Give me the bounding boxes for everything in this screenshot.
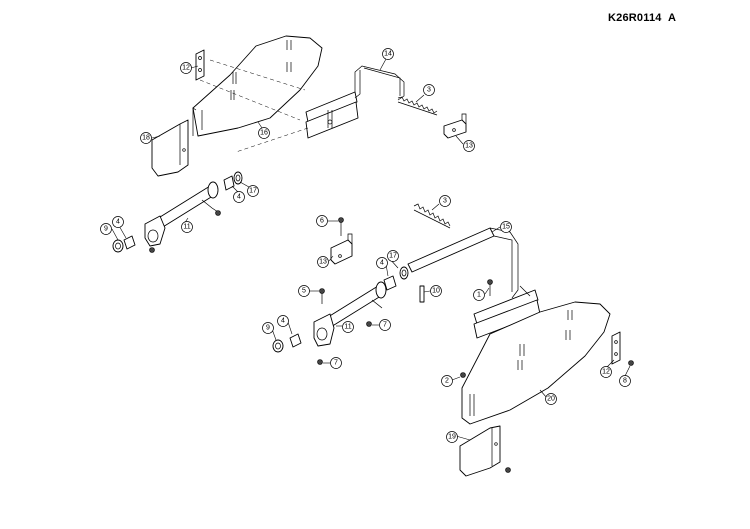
callout-13-top: 13	[463, 140, 475, 152]
part-10-pin	[419, 285, 425, 303]
callout-label: 11	[183, 224, 190, 231]
callout-label: 6	[320, 218, 324, 225]
callout-label: 16	[260, 130, 268, 137]
callout-4-top-right: 4	[233, 191, 245, 203]
part-2-nut	[460, 372, 466, 378]
callout-label: 20	[547, 396, 555, 403]
drawing-reference-code: K26R0114	[608, 12, 662, 24]
part-bushings-bottom-left	[272, 333, 302, 353]
callout-14: 14	[382, 48, 394, 60]
callout-label: 3	[443, 198, 447, 205]
callout-label: 7	[334, 360, 338, 367]
part-3-spring-bottom	[413, 203, 451, 229]
callout-label: 4	[281, 318, 285, 325]
callout-label: 9	[266, 325, 270, 332]
callout-label: 5	[302, 288, 306, 295]
lower-assembly	[272, 203, 634, 477]
callout-7-upper: 7	[379, 319, 391, 331]
callout-9-top: 9	[100, 223, 112, 235]
part-12-bracket-bottom	[611, 331, 621, 365]
callout-4-bottom-left: 4	[277, 315, 289, 327]
callout-8: 8	[619, 375, 631, 387]
part-callouts: 12 14 3 18 16 13 17 4 9 4 11 3 6 15 13 1…	[100, 48, 631, 443]
callout-12-top: 12	[180, 62, 192, 74]
part-15-frame	[407, 227, 541, 339]
callout-16: 16	[258, 127, 270, 139]
callout-4-bottom-right: 4	[376, 257, 388, 269]
callout-label: 7	[383, 322, 387, 329]
callout-label: 18	[142, 135, 150, 142]
callout-5: 5	[298, 285, 310, 297]
part-12-bracket-top	[195, 49, 205, 81]
part-13-tab-top	[443, 113, 467, 139]
callout-label: 13	[465, 143, 473, 150]
part-20-guard-plate	[461, 301, 611, 425]
upper-assembly	[112, 35, 467, 253]
part-bushings-bottom-right	[383, 266, 409, 291]
callout-10: 10	[430, 285, 442, 297]
callout-9-bottom: 9	[262, 322, 274, 334]
callout-3-top: 3	[423, 84, 435, 96]
part-bushings-top-left	[112, 235, 136, 253]
part-6-bolt	[338, 217, 344, 236]
callout-label: 15	[502, 224, 510, 231]
callout-3-bottom: 3	[439, 195, 451, 207]
callout-20: 20	[545, 393, 557, 405]
part-5-bolt	[319, 288, 325, 304]
part-11-axle-bottom	[313, 281, 387, 365]
callout-15: 15	[500, 221, 512, 233]
callout-11-top: 11	[181, 221, 193, 233]
callout-label: 4	[116, 219, 120, 226]
part-8-nut	[628, 360, 634, 366]
callout-label: 8	[623, 378, 627, 385]
part-1-bolt	[487, 279, 493, 296]
callout-label: 9	[104, 226, 108, 233]
callout-label: 12	[602, 369, 610, 376]
callout-label: 1	[477, 292, 481, 299]
callout-label: 3	[427, 87, 431, 94]
callout-label: 2	[445, 378, 449, 385]
callout-label: 4	[237, 194, 241, 201]
callout-18: 18	[140, 132, 152, 144]
part-19-side-plate	[459, 425, 511, 477]
callout-2: 2	[441, 375, 453, 387]
callout-17-top: 17	[247, 185, 259, 197]
callout-label: 19	[448, 434, 456, 441]
part-14-frame	[235, 65, 405, 153]
callout-4-top-left: 4	[112, 216, 124, 228]
leader-lines	[111, 58, 631, 441]
callout-1: 1	[473, 289, 485, 301]
callout-label: 14	[384, 51, 392, 58]
callout-17-bottom: 17	[387, 250, 399, 262]
drawing-revision: A	[668, 12, 676, 24]
callout-11-bottom: 11	[342, 321, 354, 333]
callout-label: 12	[182, 65, 190, 72]
callout-7-lower: 7	[330, 357, 342, 369]
callout-label: 17	[249, 188, 257, 195]
part-18-side-plate	[151, 119, 189, 177]
callout-12-bottom: 12	[600, 366, 612, 378]
part-bushings-top-right	[223, 171, 243, 191]
callout-label: 10	[432, 288, 440, 295]
part-3-spring-top	[397, 96, 438, 116]
callout-label: 4	[380, 260, 384, 267]
callout-label: 17	[389, 253, 397, 260]
part-13-bracket-bottom	[330, 233, 353, 265]
callout-6: 6	[316, 215, 328, 227]
callout-label: 11	[344, 324, 351, 331]
callout-label: 13	[319, 259, 327, 266]
callout-19: 19	[446, 431, 458, 443]
callout-13-bottom: 13	[317, 256, 329, 268]
part-16-guard-plate	[192, 35, 323, 137]
part-11-axle-top	[144, 181, 221, 253]
